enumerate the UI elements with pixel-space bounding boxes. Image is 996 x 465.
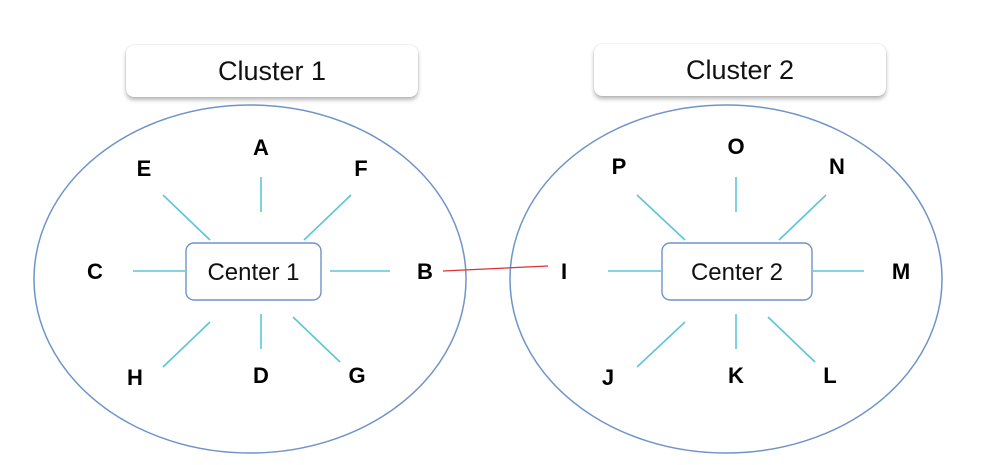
node-D: D	[253, 363, 269, 388]
node-P: P	[612, 154, 627, 179]
cluster-1-title: Cluster 1	[126, 45, 418, 97]
center-2-label: Center 2	[691, 259, 783, 286]
cluster-1-nodes: A E F C B H D G	[87, 135, 433, 390]
cluster-1-spokes	[133, 177, 390, 368]
node-C: C	[87, 259, 103, 284]
node-B: B	[417, 259, 433, 284]
cluster-2-boundary	[509, 104, 943, 454]
spoke-center1-F	[303, 194, 352, 241]
node-M: M	[892, 259, 910, 284]
node-F: F	[354, 156, 367, 181]
center-2-box: Center 2	[661, 242, 813, 301]
spoke-center2-P	[636, 194, 686, 241]
node-O: O	[727, 134, 744, 159]
cluster-1-boundary	[33, 104, 467, 454]
spoke-center1-E	[162, 194, 211, 241]
node-A: A	[253, 135, 269, 160]
spoke-center1-G	[292, 316, 341, 363]
node-H: H	[127, 365, 143, 390]
spoke-center2-N	[778, 194, 827, 241]
spoke-center1-H	[162, 321, 211, 368]
cluster-2-title: Cluster 2	[594, 44, 886, 96]
node-J: J	[602, 365, 614, 390]
cluster-2-nodes: O P N I M J K L	[561, 134, 910, 390]
node-G: G	[348, 363, 365, 388]
cluster-2-spokes	[608, 177, 864, 368]
node-I: I	[561, 259, 567, 284]
center-1-label: Center 1	[207, 259, 299, 286]
node-L: L	[823, 363, 836, 388]
inter-cluster-link	[442, 265, 549, 272]
node-N: N	[829, 154, 845, 179]
node-E: E	[137, 156, 152, 181]
spoke-center2-L	[767, 316, 816, 363]
node-K: K	[728, 363, 744, 388]
spoke-center2-J	[636, 321, 686, 368]
center-1-box: Center 1	[185, 242, 322, 301]
